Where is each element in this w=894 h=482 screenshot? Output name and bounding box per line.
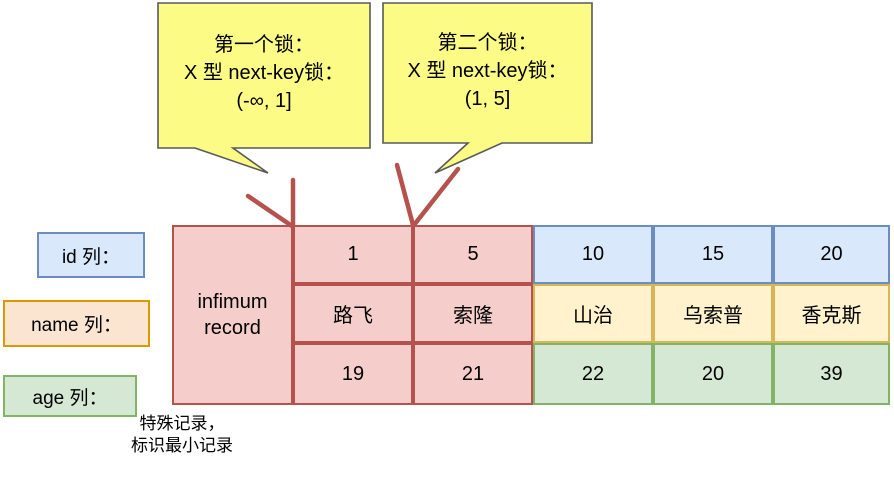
infimum-caption-line2: 标识最小记录: [131, 436, 233, 455]
name-cell-sanji: 山治: [533, 284, 653, 343]
infimum-record-cell: infimum record: [172, 225, 293, 405]
id-column-label: id 列：: [37, 232, 145, 278]
name-column-label: name 列：: [3, 300, 150, 347]
id-cell-5: 5: [413, 225, 533, 284]
id-cell-20: 20: [773, 225, 890, 284]
callout-first-lock-line1: 第一个锁：: [214, 34, 314, 56]
id-cell-10: 10: [533, 225, 653, 284]
infimum-caption-line1: 特殊记录，: [139, 414, 225, 433]
age-column-label-text: age 列：: [32, 387, 108, 409]
infimum-caption: 特殊记录， 标识最小记录: [126, 413, 238, 457]
age-cell-22: 22: [533, 343, 653, 405]
callout-first-lock-line3: (-∞, 1]: [236, 90, 292, 112]
age-column-label: age 列：: [3, 375, 137, 417]
age-cell-21: 21: [413, 343, 533, 405]
age-cell-19: 19: [293, 343, 413, 405]
name-cell-shanks: 香克斯: [773, 284, 890, 343]
first-lock-arrow: [245, 177, 296, 229]
infimum-record-line1: infimum: [197, 291, 268, 313]
name-column-label-text: name 列：: [31, 315, 122, 336]
id-cell-1: 1: [293, 225, 413, 284]
age-cell-20: 20: [653, 343, 773, 405]
records-table: infimum record 1 5 10 15 20 路飞 索隆 山治 乌索普…: [172, 225, 890, 405]
callout-second-lock-line2: X 型 next-key锁：: [407, 60, 568, 82]
name-cell-luffy: 路飞: [293, 284, 413, 343]
name-cell-zoro: 索隆: [413, 284, 533, 343]
infimum-record-line2: record: [204, 317, 261, 339]
id-column-label-text: id 列：: [61, 246, 121, 268]
callout-second-lock-line1: 第二个锁：: [437, 32, 538, 54]
callout-second-lock: 第二个锁： X 型 next-key锁： (1, 5]: [383, 3, 592, 139]
callout-first-lock: 第一个锁： X 型 next-key锁： (-∞, 1]: [158, 3, 370, 143]
id-cell-15: 15: [653, 225, 773, 284]
second-lock-arrow: [394, 162, 461, 228]
name-cell-usopp: 乌索普: [653, 284, 773, 343]
callout-second-lock-line3: (1, 5]: [464, 88, 511, 110]
age-cell-39: 39: [773, 343, 890, 405]
callout-first-lock-line2: X 型 next-key锁：: [183, 62, 345, 84]
